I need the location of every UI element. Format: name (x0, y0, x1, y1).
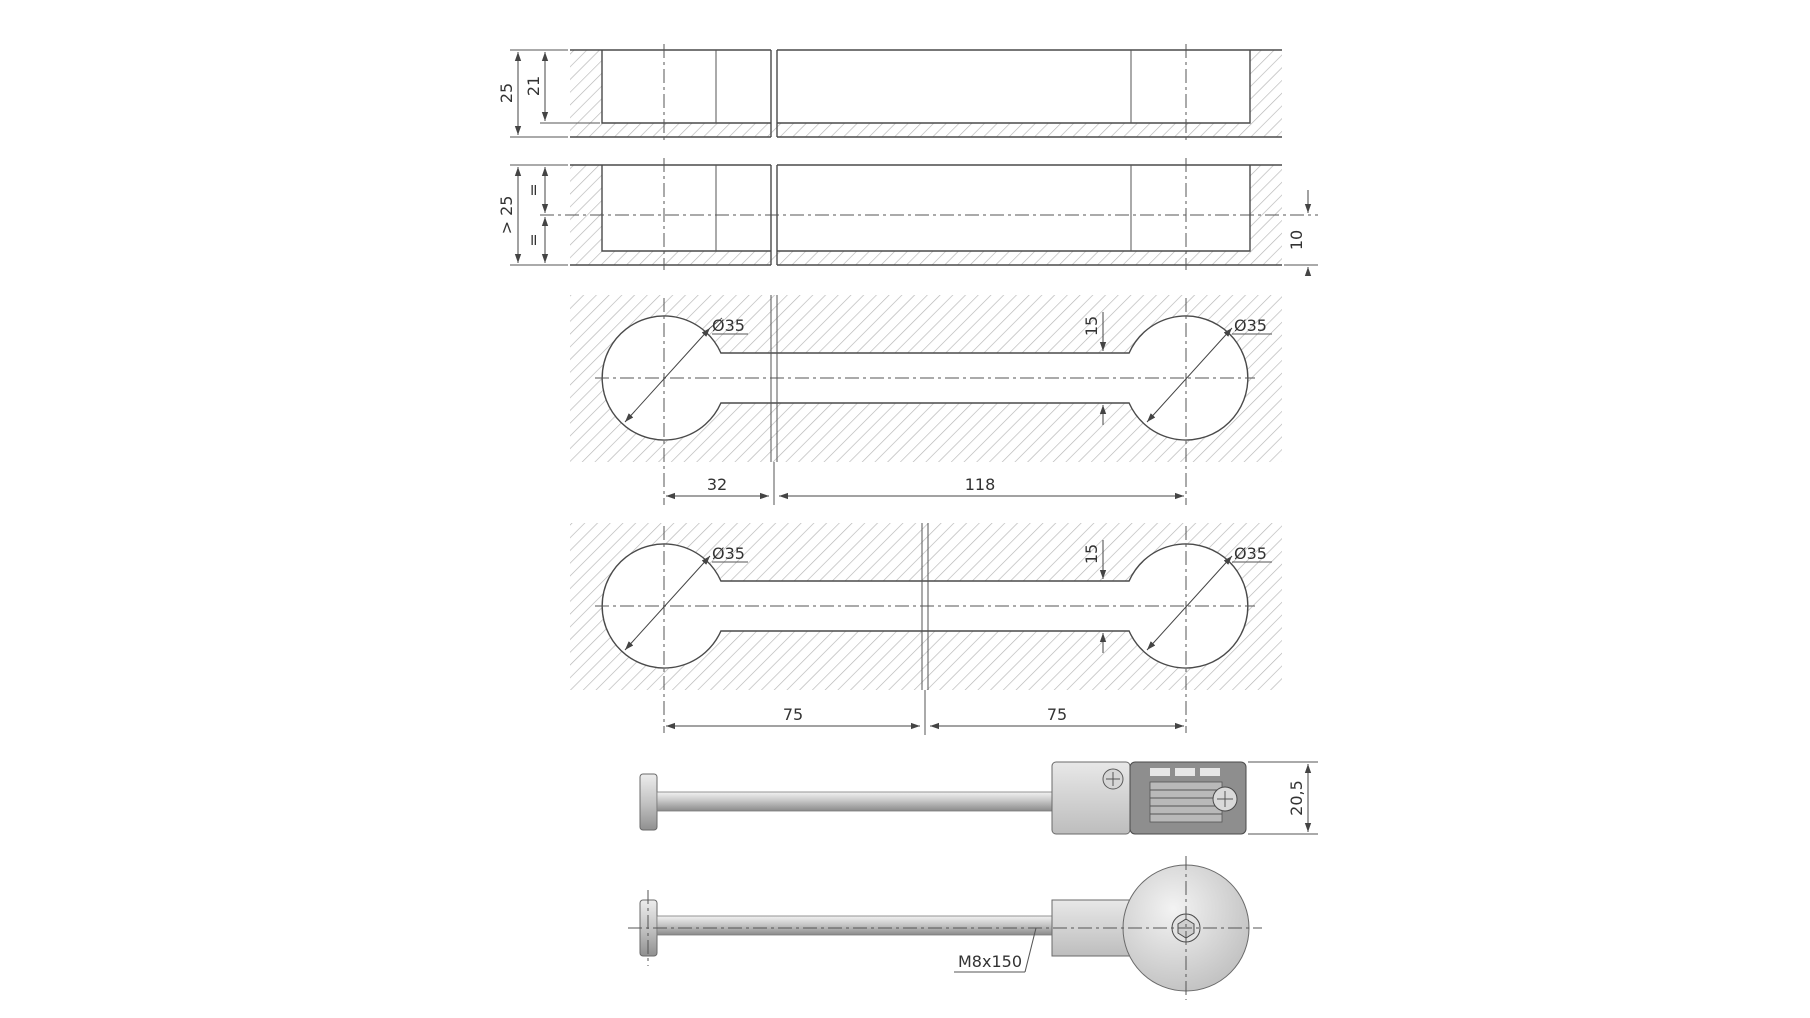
view2-dim-offset: 10 (1287, 230, 1306, 250)
view1-recess (602, 50, 1250, 123)
connector-side-head (639, 773, 658, 831)
view2-dim-equal-top: = (524, 183, 543, 196)
view4-dia-right: Ø35 (1234, 544, 1267, 563)
view2-dim-min-height: > 25 (497, 196, 516, 235)
connector-top-thread-label: M8x150 (958, 952, 1022, 971)
view3-dia-right: Ø35 (1234, 316, 1267, 335)
view4-dist-right: 75 (1047, 705, 1067, 724)
view1-hatch-right (1250, 50, 1282, 137)
view1-dim-total-height: 25 (497, 83, 516, 103)
view2-section: > 25 = = 10 (497, 158, 1318, 276)
view2-dim-equal-bottom: = (524, 233, 543, 246)
view3-dia-left: Ø35 (712, 316, 745, 335)
connector-side-dim-height: 20,5 (1287, 780, 1306, 816)
view1-hatch-bottom (570, 123, 1282, 137)
connector-side-view: 20,5 (639, 761, 1318, 835)
connector-top-rod (656, 915, 1053, 936)
view4-plan: Ø35 Ø35 15 75 75 (570, 523, 1282, 735)
view4-slot-width: 15 (1082, 544, 1101, 564)
view4-dia-left: Ø35 (712, 544, 745, 563)
connector-side-rod (656, 791, 1053, 812)
view3-dist-left: 32 (707, 475, 727, 494)
view1-section: 25 21 (497, 44, 1282, 140)
view3-dist-right: 118 (965, 475, 996, 494)
view3-slot-width: 15 (1082, 316, 1101, 336)
view4-dist-left: 75 (783, 705, 803, 724)
view3-plan: Ø35 Ø35 15 32 118 (570, 295, 1282, 505)
connector-top-view: M8x150 (628, 856, 1262, 1000)
view1-dim-inner-height: 21 (524, 76, 543, 96)
